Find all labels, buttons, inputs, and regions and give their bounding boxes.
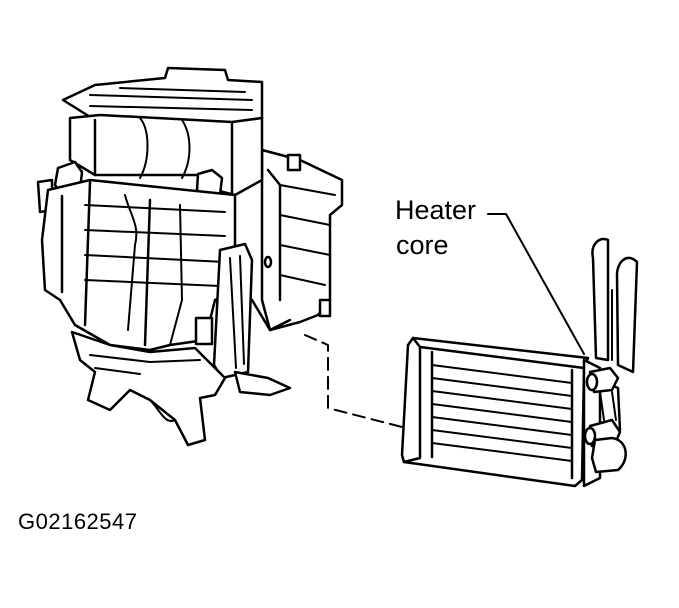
heater-box-assembly-icon: [36, 66, 344, 447]
install-guide-line: [304, 334, 403, 428]
callout-label-heater: Heater: [395, 195, 477, 225]
heater-core-drawing-icon: [400, 237, 639, 488]
figure-id: G02162547: [18, 509, 138, 534]
callout-label-core: core: [396, 230, 449, 260]
callout-leader-line: [487, 213, 585, 355]
